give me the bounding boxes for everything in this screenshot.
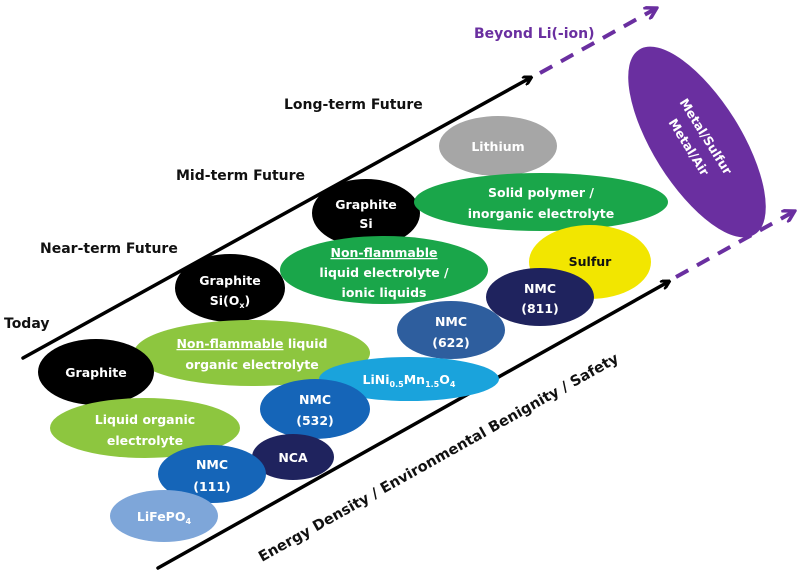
nmc811-line1: NMC bbox=[524, 281, 556, 296]
ellipse-lnmo: LiNi0.5Mn1.5O4 bbox=[319, 357, 499, 401]
nonflam-ionic-line3: ionic liquids bbox=[342, 285, 427, 300]
ellipse-lifepo4: LiFePO4 bbox=[110, 490, 218, 542]
graphite-siox-line2: Si(Ox) bbox=[210, 293, 251, 310]
graphite-si-line1: Graphite bbox=[335, 197, 396, 212]
nonflam-organic-line1: Non-flammable liquid bbox=[176, 336, 327, 351]
nmc111-line1: NMC bbox=[196, 457, 228, 472]
nca-label: NCA bbox=[278, 450, 308, 465]
ellipse-nmc-532: NMC (532) bbox=[260, 379, 370, 439]
ellipse-liquid-organic: Liquid organic electrolyte bbox=[50, 398, 240, 458]
graphite-si-line2: Si bbox=[359, 216, 372, 231]
nmc532-line2: (532) bbox=[296, 413, 334, 428]
liquid-organic-line1: Liquid organic bbox=[95, 412, 195, 427]
lithium-label: Lithium bbox=[471, 139, 524, 154]
era-near-term-label: Near-term Future bbox=[40, 241, 178, 257]
solid-polymer-line1: Solid polymer / bbox=[488, 185, 594, 200]
ellipse-nmc-622: NMC (622) bbox=[397, 301, 505, 359]
nmc811-line2: (811) bbox=[521, 301, 559, 316]
lnmo-label: LiNi0.5Mn1.5O4 bbox=[363, 372, 456, 389]
ellipse-nca: NCA bbox=[252, 434, 334, 480]
nonflam-ionic-line2: liquid electrolyte / bbox=[319, 265, 449, 280]
lifepo4-label: LiFePO4 bbox=[137, 509, 192, 526]
nmc111-line2: (111) bbox=[193, 479, 231, 494]
ellipse-metal-sulfur-air: Metal/Sulfur Metal/Air bbox=[628, 46, 766, 238]
ellipse-graphite-siox: Graphite Si(Ox) bbox=[175, 254, 285, 322]
graphite-siox-line1: Graphite bbox=[199, 273, 260, 288]
nmc622-line2: (622) bbox=[432, 335, 470, 350]
ellipse-nonflammable-liquid-organic: Non-flammable liquid organic electrolyte bbox=[134, 320, 370, 386]
ellipse-solid-polymer: Solid polymer / inorganic electrolyte bbox=[414, 173, 668, 231]
era-beyond-label: Beyond Li(-ion) bbox=[474, 26, 594, 42]
nonflam-ionic-line1: Non-flammable bbox=[330, 245, 437, 260]
sulfur-label: Sulfur bbox=[569, 254, 613, 269]
liquid-organic-line2: electrolyte bbox=[107, 433, 183, 448]
ellipse-lithium: Lithium bbox=[439, 116, 557, 176]
ellipse-nmc-811: NMC (811) bbox=[486, 268, 594, 326]
ellipse-graphite-today: Graphite bbox=[38, 339, 154, 405]
upper-timeline-arrow bbox=[21, 78, 530, 360]
ellipse-graphite-si: Graphite Si bbox=[312, 179, 420, 247]
nmc532-line1: NMC bbox=[299, 392, 331, 407]
era-today-label: Today bbox=[4, 316, 49, 332]
ellipse-nonflammable-ionic-liquids: Non-flammable liquid electrolyte / ionic… bbox=[280, 236, 488, 304]
lower-axis-arrow bbox=[156, 282, 668, 570]
ellipse-nmc-111: NMC (111) bbox=[158, 445, 266, 503]
nmc622-line1: NMC bbox=[435, 314, 467, 329]
nonflam-organic-line2: organic electrolyte bbox=[185, 357, 318, 372]
era-mid-term-label: Mid-term Future bbox=[176, 168, 305, 184]
graphite-today-label: Graphite bbox=[65, 365, 126, 380]
era-long-term-label: Long-term Future bbox=[284, 97, 423, 113]
solid-polymer-line2: inorganic electrolyte bbox=[468, 206, 615, 221]
upper-beyond-dashed-arrow bbox=[539, 9, 655, 75]
